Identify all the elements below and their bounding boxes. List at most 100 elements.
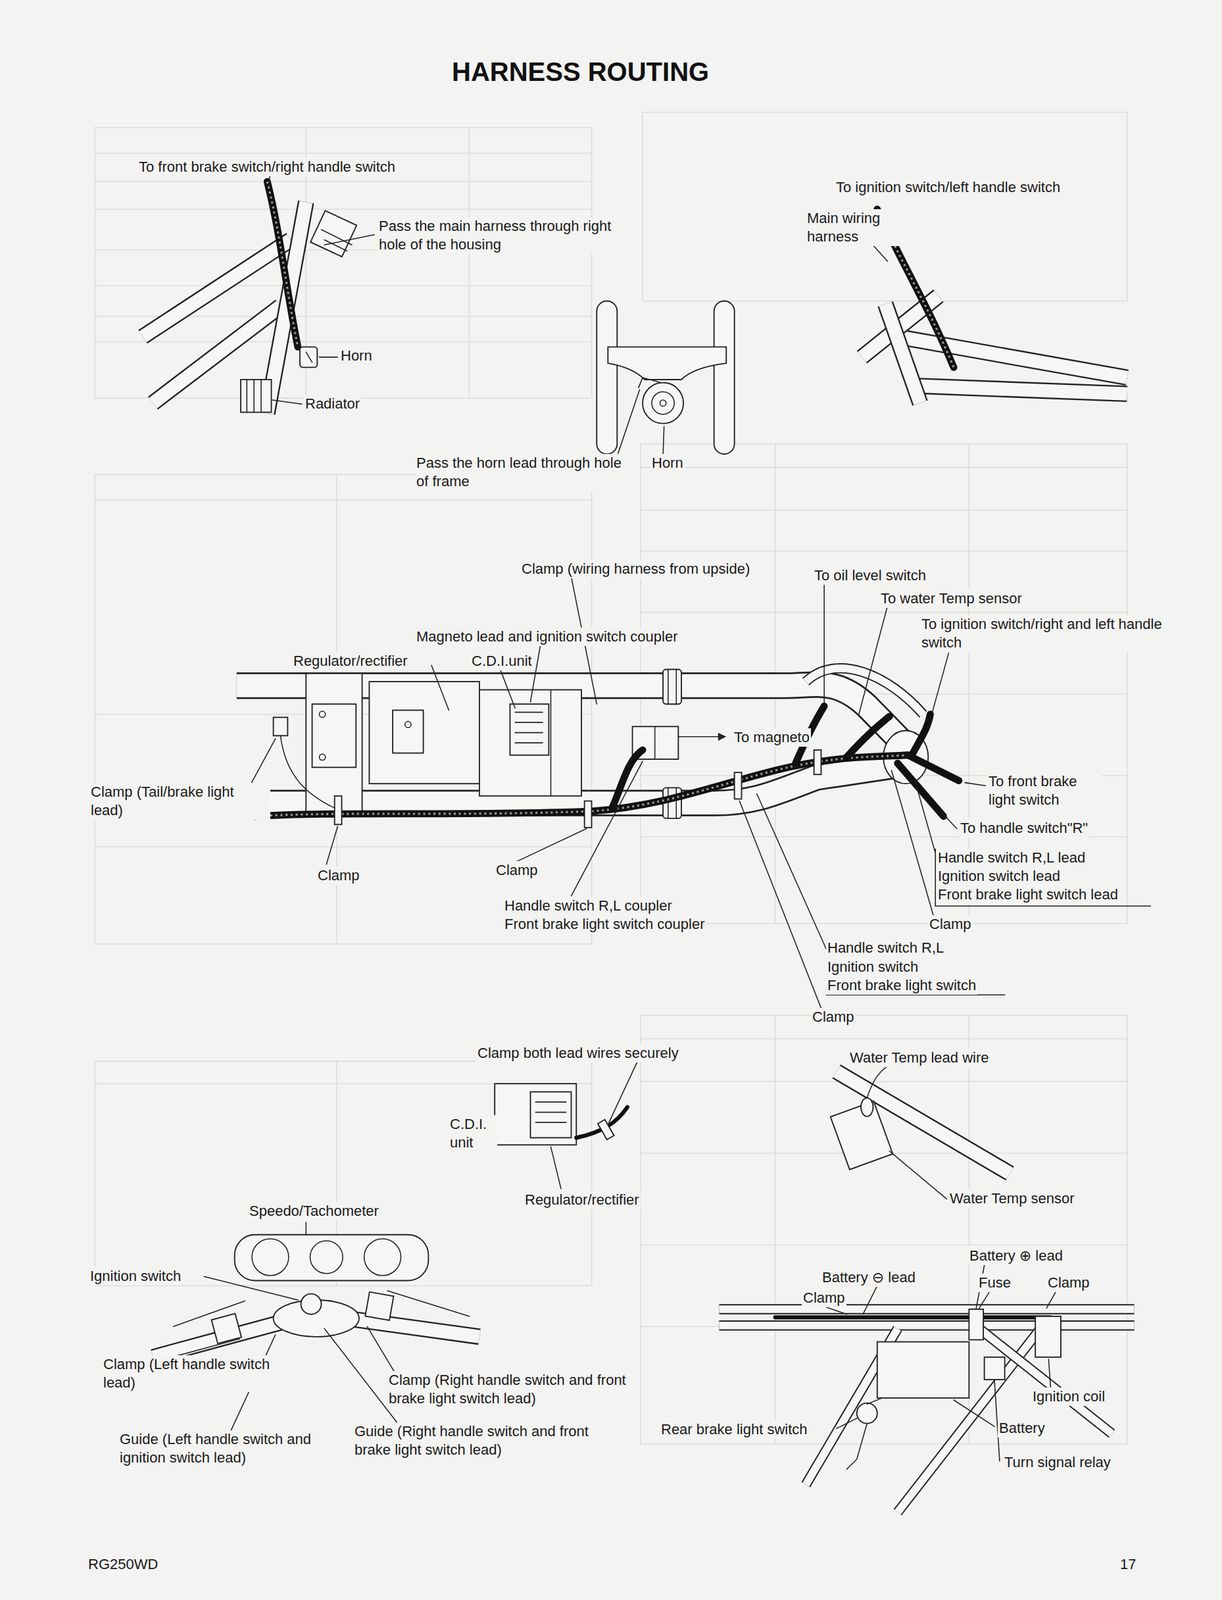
- callout-label: Water Temp lead wire: [848, 1048, 991, 1067]
- bleed-through-tables: [94, 474, 592, 944]
- front-frame-right-view: [897, 336, 1128, 378]
- main-frame-view: [318, 710, 325, 717]
- battery-area-detail: [718, 1304, 1134, 1313]
- main-frame-view: [846, 716, 890, 758]
- callout-label: Horn: [339, 346, 374, 366]
- main-frame-view: [912, 714, 930, 754]
- callout-label: Ignition switch: [88, 1266, 183, 1286]
- front-frame-left-view: [240, 379, 272, 413]
- battery-area-detail: [718, 1264, 1134, 1512]
- front-frame-left-view: [268, 173, 375, 405]
- front-frame-right-view: [912, 385, 1128, 394]
- callout-label: C.D.I. unit: [448, 1114, 498, 1152]
- bleed-through-tables: [642, 112, 1128, 302]
- main-frame-view: [907, 755, 959, 781]
- handlebar-meter-detail: [153, 1222, 398, 1434]
- front-frame-right-view: [912, 385, 1128, 394]
- front-frame-right-view: [885, 303, 921, 403]
- cdi-detail: [597, 1119, 615, 1140]
- callout-label: Regulator/rectifier: [292, 651, 410, 671]
- callout-label: To water Temp sensor: [879, 589, 1024, 608]
- callout-label: Radiator: [303, 394, 362, 414]
- callout-label: Speedo/Tachometer: [247, 1201, 381, 1221]
- callout-label: Clamp (Right handle switch and front bra…: [387, 1370, 635, 1408]
- main-frame-view: [479, 689, 582, 796]
- cdi-detail: [487, 1060, 638, 1189]
- front-fork-view: [659, 399, 666, 406]
- battery-area-detail: [968, 1308, 984, 1340]
- callout-label: To oil level switch: [812, 566, 928, 585]
- page-footer: RG250WD: [86, 1554, 160, 1574]
- main-frame-view: [392, 710, 424, 754]
- handlebar-meter-detail: [364, 1238, 402, 1276]
- callout-label: Handle switch R,L lead: [936, 848, 1087, 867]
- bleed-through-tables: [640, 1014, 1128, 1443]
- main-frame-view: [405, 721, 412, 728]
- bleed-through-tables: [94, 474, 592, 944]
- bleed-through-tables: [94, 127, 592, 398]
- handlebar-meter-detail: [346, 1318, 480, 1337]
- front-fork-view: [616, 389, 665, 459]
- main-frame-view: [612, 749, 644, 808]
- battery-area-detail: [775, 1314, 1051, 1319]
- front-frame-right-view: [897, 336, 1128, 378]
- main-frame-view: [255, 755, 909, 817]
- main-frame-view: [280, 735, 343, 811]
- callout-label: Handle switch R,L: [826, 938, 946, 957]
- cdi-detail: [487, 1060, 638, 1189]
- callout-label: Clamp: [316, 866, 362, 885]
- handlebar-meter-detail: [301, 1293, 322, 1315]
- callout-label: Ignition switch lead: [936, 866, 1062, 886]
- handlebar-meter-detail: [309, 1240, 343, 1274]
- callout-label: Battery: [997, 1418, 1047, 1438]
- handlebar-meter-detail: [346, 1318, 480, 1337]
- callout-label: Main wiring harness: [805, 209, 905, 246]
- callout-label: Turn signal relay: [1002, 1452, 1113, 1472]
- callout-label: C.D.I.unit: [470, 651, 534, 671]
- callout-label: To ignition switch/left handle switch: [834, 178, 1062, 197]
- front-fork-view: [596, 301, 617, 455]
- callout-label: Clamp: [1046, 1273, 1092, 1292]
- callout-label: Clamp (wiring harness from upside): [520, 559, 752, 579]
- callout-label: Clamp: [801, 1288, 847, 1307]
- front-frame-left-view: [299, 346, 318, 367]
- battery-area-detail: [718, 1321, 1134, 1330]
- battery-area-detail: [718, 1319, 1134, 1331]
- bleed-through-tables: [94, 127, 592, 398]
- front-fork-view: [596, 301, 734, 460]
- battery-area-detail: [1035, 1316, 1061, 1357]
- main-frame-view: [514, 689, 551, 796]
- callout-label: Rear brake light switch: [659, 1419, 809, 1439]
- water-temp-detail: [866, 1066, 947, 1199]
- callout-label: Clamp (Left handle switch lead): [101, 1354, 299, 1392]
- cdi-detail: [494, 1083, 577, 1145]
- callout-label: Guide (Left handle switch and ignition s…: [118, 1429, 320, 1467]
- callout-label: To front brake light switch: [987, 772, 1103, 809]
- callout-label: To ignition switch/right and left handle…: [920, 614, 1178, 652]
- callout-label: To front brake switch/right handle switc…: [137, 157, 397, 177]
- front-frame-left-view: [142, 173, 375, 414]
- main-frame-view: [318, 753, 325, 760]
- main-frame-view: [305, 673, 362, 817]
- page-title: HARNESS ROUTING: [451, 55, 709, 88]
- callout-label: To handle switch"R": [958, 818, 1090, 838]
- main-frame-view: [897, 762, 944, 817]
- cdi-detail: [530, 1091, 571, 1138]
- battery-area-detail: [984, 1356, 1005, 1380]
- cdi-detail: [535, 1101, 567, 1123]
- callout-label: Front brake light switch coupler: [503, 914, 706, 934]
- callout-label: Clamp: [810, 1007, 856, 1027]
- main-frame-view: [334, 795, 343, 825]
- front-fork-view: [607, 346, 727, 380]
- callout-label: Magneto lead and ignition switch coupler: [415, 627, 679, 646]
- water-temp-detail: [830, 1066, 1011, 1199]
- main-frame-view: [273, 716, 289, 736]
- main-frame-view: [368, 681, 479, 784]
- callout-label: Clamp both lead wires securely: [476, 1043, 681, 1063]
- main-frame-view: [662, 668, 682, 704]
- front-frame-left-view: [246, 379, 262, 413]
- front-frame-left-view: [267, 181, 298, 347]
- callout-label: Clamp (Tail/brake light lead): [89, 782, 271, 820]
- battery-area-detail: [846, 1397, 882, 1470]
